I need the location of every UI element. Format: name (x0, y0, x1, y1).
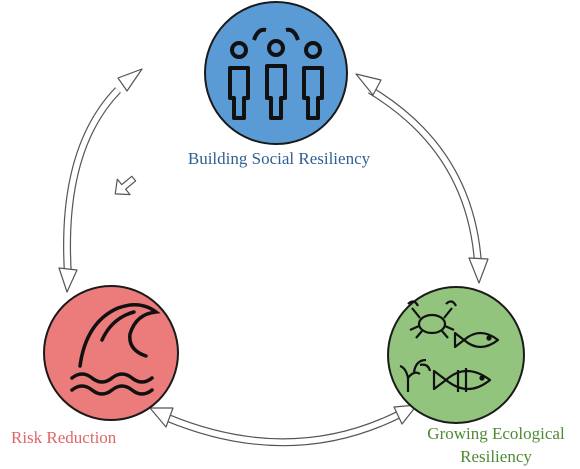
arrow-social-risk (114, 175, 137, 196)
label-social: Building Social Resiliency (188, 149, 371, 168)
node-ecological (387, 286, 525, 424)
label-ecological-line1: Growing Ecological (427, 424, 565, 443)
arrow-social-ecological-head-top (355, 73, 382, 96)
arrow-social-ecological-head-bottom (468, 257, 489, 284)
arrow-social-risk-head-top (117, 68, 143, 92)
node-social (204, 1, 348, 145)
arrow-social-risk-head-bottom (58, 267, 78, 293)
arrow-risk-ecological-head-left (149, 407, 174, 428)
label-ecological-line2: Resiliency (460, 447, 532, 466)
marine-life-icon (399, 300, 500, 392)
people-icon (228, 27, 324, 120)
wave-icon (70, 303, 161, 396)
label-risk: Risk Reduction (11, 428, 117, 447)
node-risk (43, 285, 179, 421)
arrow-risk-ecological-head-right (393, 404, 418, 425)
arrow-social-ecological-body (367, 86, 482, 264)
